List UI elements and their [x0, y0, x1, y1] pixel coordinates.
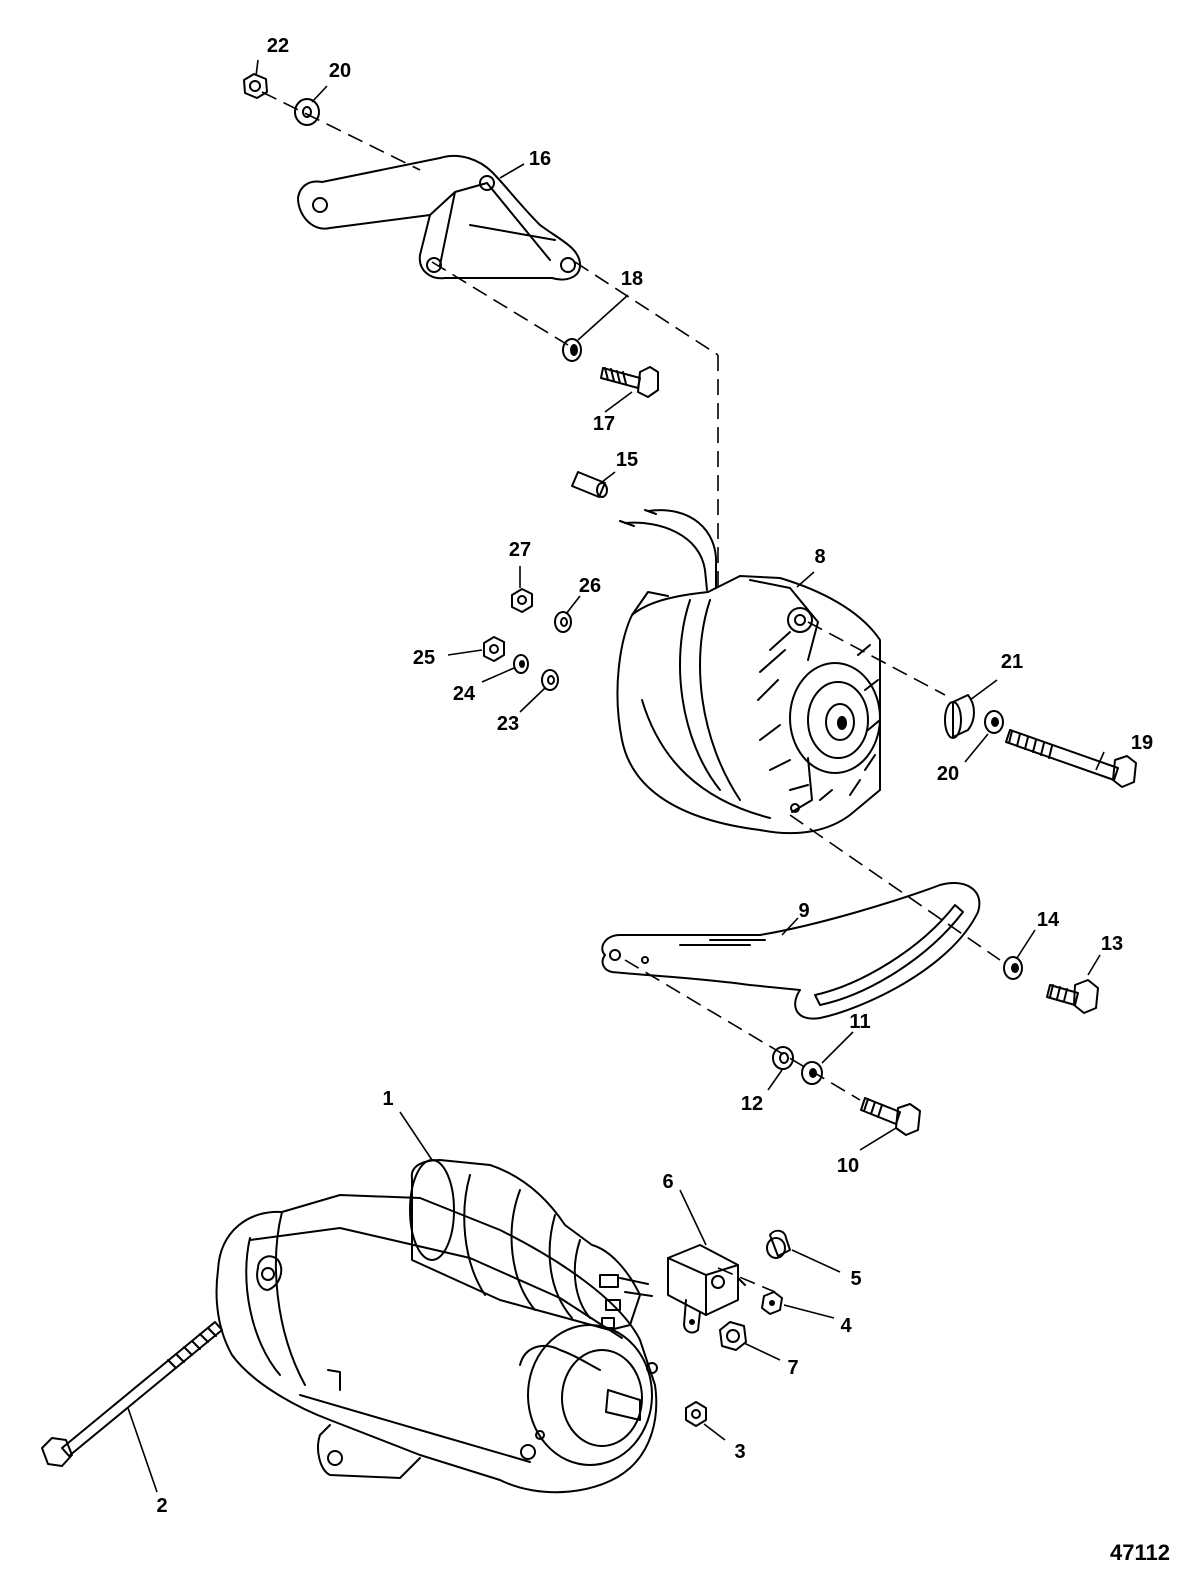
part-21-spacer — [944, 694, 975, 739]
part-24-washer — [513, 654, 529, 674]
callout-23: 23 — [497, 713, 519, 735]
part-12-washer — [772, 1046, 794, 1070]
part-4-nut — [761, 1291, 783, 1315]
part-26-washer — [554, 611, 572, 633]
part-19-bolt — [1005, 729, 1137, 788]
part-2-bolt — [41, 1321, 223, 1467]
part-27-nut — [511, 588, 533, 613]
part-3-nut — [685, 1401, 707, 1427]
callout-26: 26 — [579, 575, 601, 597]
part-25-nut — [483, 636, 505, 662]
part-1-starter-motor — [215, 1159, 658, 1494]
leader-lines — [127, 59, 1105, 1493]
callout-8: 8 — [814, 546, 825, 568]
callout-labels: 22 20 16 18 17 15 27 26 25 24 23 8 21 19… — [156, 35, 1170, 1565]
part-20-washer-2 — [984, 710, 1004, 734]
part-15-pin — [571, 471, 608, 498]
callout-16: 16 — [529, 148, 551, 170]
callout-3: 3 — [734, 1441, 745, 1463]
callout-19: 19 — [1131, 732, 1153, 754]
part-17-bolt — [600, 366, 659, 398]
part-5-screw — [766, 1229, 791, 1259]
part-20-washer — [294, 98, 320, 126]
part-9-adjusting-bracket — [601, 882, 981, 1020]
callout-20b: 20 — [937, 763, 959, 785]
callout-1: 1 — [382, 1088, 393, 1110]
callout-11: 11 — [849, 1011, 870, 1033]
callout-4: 4 — [840, 1315, 852, 1337]
callout-12: 12 — [741, 1093, 763, 1115]
part-18-washer — [562, 338, 582, 362]
callout-5: 5 — [850, 1268, 861, 1290]
callout-15: 15 — [616, 449, 638, 471]
part-23-washer — [541, 669, 559, 691]
callout-17: 17 — [593, 413, 615, 435]
figure-number: 47112 — [1110, 1540, 1170, 1565]
part-14-washer — [1003, 956, 1023, 980]
callout-20: 20 — [329, 60, 351, 82]
callout-21: 21 — [1001, 651, 1023, 673]
callout-2: 2 — [156, 1495, 167, 1517]
callout-9: 9 — [798, 900, 809, 922]
callout-25: 25 — [413, 647, 435, 669]
part-22-nut — [243, 73, 268, 99]
part-11-lockwasher — [801, 1061, 823, 1085]
callout-14: 14 — [1037, 909, 1060, 931]
part-16-bracket — [297, 154, 581, 281]
callout-27: 27 — [509, 539, 531, 561]
part-13-bolt — [1046, 979, 1099, 1014]
part-7-nut — [719, 1321, 747, 1351]
callout-24: 24 — [453, 683, 476, 705]
callout-10: 10 — [837, 1155, 859, 1177]
callout-13: 13 — [1101, 933, 1123, 955]
part-6-relay — [667, 1244, 746, 1334]
callout-18: 18 — [621, 268, 643, 290]
callout-7: 7 — [787, 1357, 798, 1379]
callout-22: 22 — [267, 35, 289, 57]
part-8-alternator — [616, 509, 881, 835]
callout-6: 6 — [662, 1171, 673, 1193]
part-10-bolt — [860, 1097, 921, 1136]
